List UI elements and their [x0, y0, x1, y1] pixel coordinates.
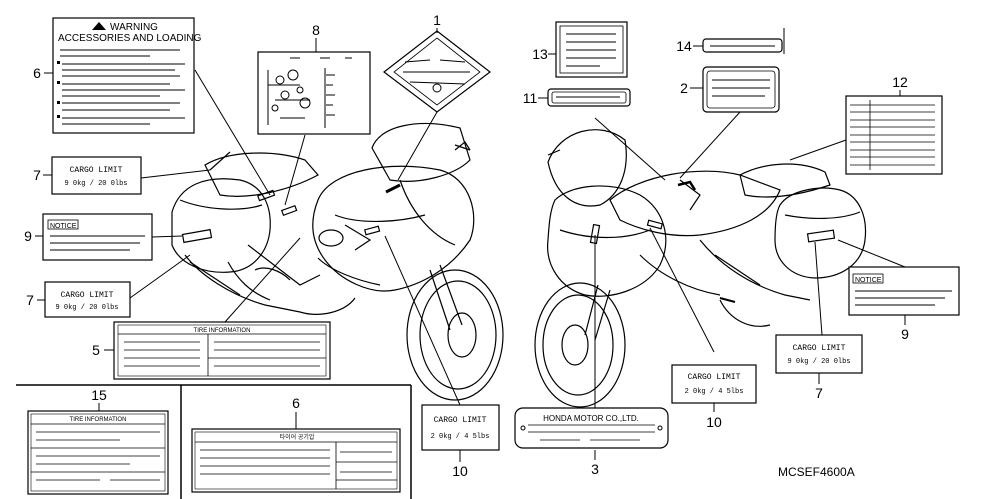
cargo-limit-value: 9 0kg / 20 0lbs: [787, 358, 850, 366]
callout-10-left: 10: [452, 463, 468, 479]
cargo-limit-title: CARGO LIMIT: [793, 344, 846, 353]
notice-title: NOTICE: [50, 223, 77, 230]
leader-lines: [35, 28, 906, 462]
callout-13: 13: [532, 46, 548, 62]
callout-7-upper-left: 7: [33, 167, 41, 183]
cargo-limit-title: CARGO LIMIT: [434, 416, 487, 425]
label-12: [845, 95, 943, 175]
label-1-security-emblem: [383, 30, 491, 113]
korean-title: 타이어 공기압: [280, 433, 315, 441]
callout-3: 3: [591, 461, 599, 477]
cargo-limit-value: 2 0kg / 4 5lbs: [431, 433, 490, 441]
cargo-limit-value: 2 0kg / 4 5lbs: [685, 388, 744, 396]
label-10-cargo-limit-right: CARGO LIMIT 2 0kg / 4 5lbs: [671, 364, 757, 404]
callout-4: 5: [92, 342, 100, 358]
tire-info-title: TIRE INFORMATION: [194, 328, 251, 334]
tire-info-title-15: TIRE INFORMATION: [70, 417, 127, 423]
cargo-limit-title: CARGO LIMIT: [688, 373, 741, 382]
label-5-korean-tire-pressure: 타이어 공기압: [191, 428, 401, 493]
callout-5: 6: [292, 395, 300, 411]
label-4-tire-information: TIRE INFORMATION: [113, 321, 331, 380]
label-2: [702, 66, 780, 113]
label-13: [555, 21, 628, 78]
cargo-limit-title: CARGO LIMIT: [61, 291, 114, 300]
label-7-cargo-limit-lower-left: CARGO LIMIT 9 0kg / 20 0lbs: [44, 281, 131, 318]
label-8-schematic: [257, 51, 371, 135]
callout-9-right: 9: [901, 326, 909, 342]
callout-8: 8: [312, 22, 320, 38]
left-motorcycle-illustration: [171, 122, 504, 401]
label-14: [702, 28, 785, 54]
label-3-honda-motor-plate: HONDA MOTOR CO.,LTD.: [514, 407, 669, 449]
callout-10-right: 10: [706, 414, 722, 430]
callout-numbers: 6 8 1 7 9 7 5 15 6 10 13 11 14 2 12 3 10…: [24, 12, 909, 479]
cargo-limit-value: 9 0kg / 20 0lbs: [55, 304, 118, 312]
diagram-code: MCSEF4600A: [778, 465, 855, 479]
label-6-warning-accessories: WARNING ACCESSORIES AND LOADING: [52, 17, 202, 134]
label-15-tire-information: TIRE INFORMATION: [27, 410, 169, 495]
label-10-cargo-limit-left: CARGO LIMIT 2 0kg / 4 5lbs: [421, 404, 500, 451]
right-motorcycle-illustration: [534, 129, 867, 408]
notice-title: NOTICE: [855, 277, 882, 284]
label-9-notice-right: NOTICE: [848, 266, 960, 316]
callout-9-left: 9: [24, 228, 32, 244]
cargo-limit-value: 9 0kg / 20 0lbs: [64, 180, 127, 188]
callout-2: 2: [680, 80, 688, 96]
callout-6: 6: [33, 65, 41, 81]
warning-subtitle: ACCESSORIES AND LOADING: [58, 33, 202, 44]
label-9-notice-left: NOTICE: [42, 213, 153, 261]
callout-11: 11: [523, 90, 538, 106]
cargo-limit-title: CARGO LIMIT: [70, 166, 123, 175]
region-panel: [16, 384, 412, 499]
callout-14: 14: [676, 38, 692, 54]
warning-title: WARNING: [110, 22, 158, 33]
label-11: [547, 88, 631, 107]
label-7-cargo-limit-right: CARGO LIMIT 9 0kg / 20 0lbs: [775, 334, 863, 374]
label-7-cargo-limit-upper-left: CARGO LIMIT 9 0kg / 20 0lbs: [51, 156, 142, 195]
callout-1: 1: [433, 12, 441, 28]
callout-15: 15: [91, 387, 107, 403]
callout-7-lower-left: 7: [26, 292, 34, 308]
callout-12: 12: [892, 74, 908, 90]
callout-7-right: 7: [815, 385, 823, 401]
honda-motor-text: HONDA MOTOR CO.,LTD.: [543, 414, 639, 423]
